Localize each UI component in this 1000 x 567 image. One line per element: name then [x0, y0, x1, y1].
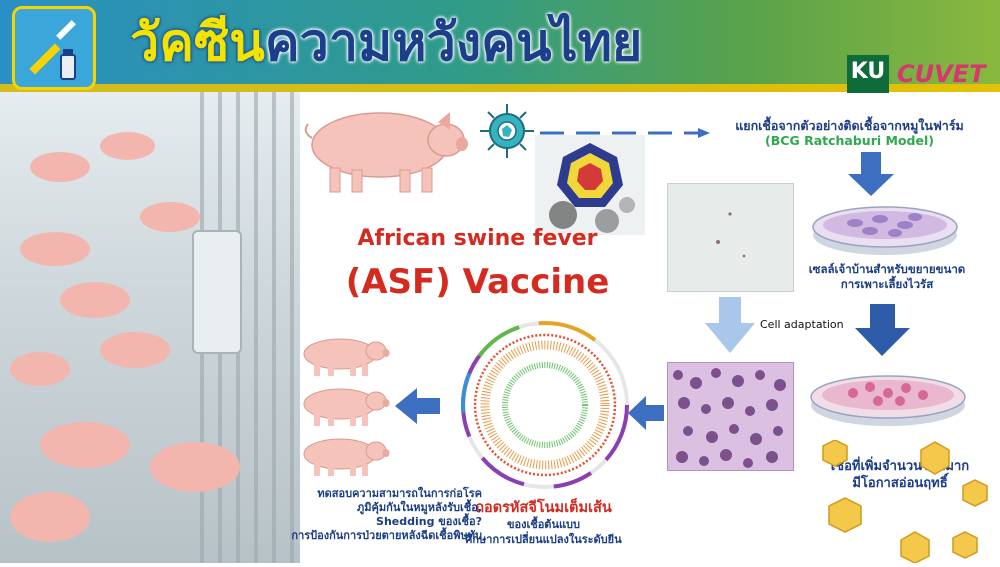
title-highlight: วัคซีน	[130, 13, 265, 73]
virus-em-image	[535, 135, 645, 235]
farm-pig	[140, 202, 200, 232]
cell-adaptation-label: Cell adaptation	[760, 318, 844, 331]
host-cells-line2: การเพาะเลี้ยงไวรัส	[840, 277, 934, 291]
testing-line4: การป้องกันการป่วยตายหลังฉีดเชื้อพิษทับ	[291, 529, 482, 542]
farm-pig	[30, 152, 90, 182]
virus-particles-icon	[815, 439, 1000, 564]
genome-body-line2: ศึกษาการเปลี่ยนแปลงในระดับยีน	[465, 533, 622, 546]
farm-pig	[10, 492, 90, 542]
genome-circular-map	[445, 318, 645, 493]
genome-body-line1: ของเชื้อต้นแบบ	[506, 518, 581, 531]
microscope-image-uninfected	[667, 183, 794, 292]
down-arrow-icon	[705, 297, 755, 353]
down-arrow-icon	[848, 152, 894, 196]
cuvet-logo: CUVET	[897, 60, 986, 88]
farm-pig	[100, 132, 155, 160]
left-arrow-icon	[628, 396, 664, 430]
testing-text: ทดสอบความสามารถในการก่อโรค ภูมิคุ้มกันใน…	[250, 487, 482, 543]
farm-pig	[60, 282, 130, 318]
isolate-text: แยกเชื้อจากตัวอย่างติดเชื้อจากหมูในฟาร์ม	[735, 118, 964, 133]
test-pig-illustration	[298, 432, 390, 477]
farm-pig	[40, 422, 130, 468]
genome-title: ถอดรหัสจีโนมเต็มเส้น	[475, 500, 612, 516]
left-arrow-icon	[395, 388, 440, 424]
pig-illustration	[300, 100, 470, 195]
bcg-model-text: (BCG Ratchaburi Model)	[765, 133, 934, 148]
farm-pig	[150, 442, 240, 492]
dashed-arrow	[540, 123, 710, 138]
test-pig-illustration	[298, 382, 390, 427]
ku-logo: KU	[847, 55, 889, 93]
farm-pig	[20, 232, 90, 266]
virus-yield-line2: มีโอกาสอ่อนฤทธิ์	[852, 476, 948, 491]
microscope-image-infected	[667, 362, 794, 471]
header-banner	[0, 0, 1000, 92]
page-title: วัคซีนความหวังคนไทย	[130, 8, 642, 78]
test-pig-illustration	[298, 332, 390, 377]
header-stripe	[0, 84, 1000, 92]
testing-line1: ทดสอบความสามารถในการก่อโรค	[317, 487, 482, 500]
virus-icon	[476, 100, 538, 162]
farm-feeder	[192, 230, 242, 354]
host-cells-line1: เซลล์เจ้าบ้านสำหรับขยายขนาด	[808, 262, 966, 276]
host-cells-text: เซลล์เจ้าบ้านสำหรับขยายขนาด การเพาะเลี้ย…	[782, 262, 992, 292]
petri-dish-virus-culture	[808, 363, 968, 429]
vaccine-title-line1: African swine fever	[357, 226, 598, 251]
pig-farm-photo	[0, 92, 300, 563]
down-arrow-icon	[855, 304, 910, 356]
vaccine-title-line2: (ASF) Vaccine	[345, 262, 610, 302]
farm-pig	[10, 352, 70, 386]
testing-line3: Shedding ของเชื้อ?	[376, 515, 482, 528]
vaccine-syringe-icon	[12, 6, 96, 90]
farm-pig	[100, 332, 170, 368]
testing-line2: ภูมิคุ้มกันในหมูหลังรับเชื้อ,	[357, 501, 482, 514]
petri-dish-host-cells	[810, 195, 960, 257]
title-rest: ความหวังคนไทย	[264, 13, 643, 73]
genome-body: ของเชื้อต้นแบบ ศึกษาการเปลี่ยนแปลงในระดั…	[436, 517, 651, 547]
